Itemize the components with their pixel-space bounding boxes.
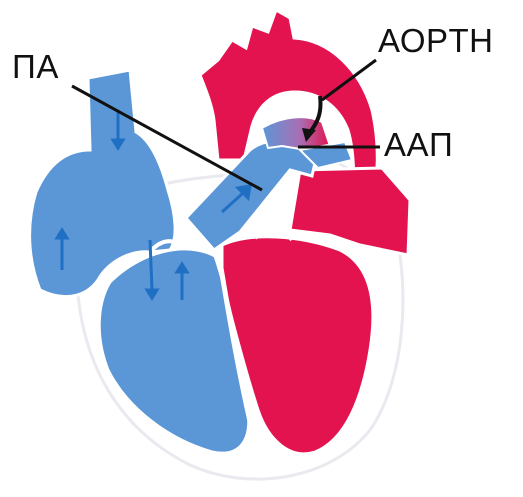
label-aorta: ΑΟΡΤΗ — [378, 24, 494, 57]
ductus-shunt — [262, 117, 330, 150]
label-ductus: ΑΑΠ — [384, 128, 453, 161]
label-pulmonary-artery: ΠΑ — [12, 50, 59, 83]
